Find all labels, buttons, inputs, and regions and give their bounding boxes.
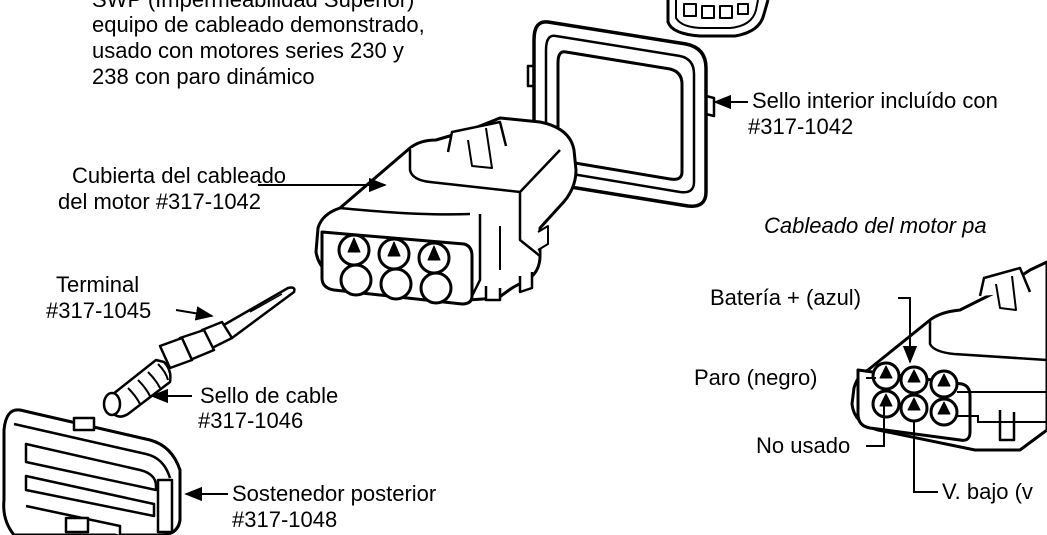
inner-seal-label-line1: Sello interior incluído con (752, 88, 998, 113)
low-speed-leader (913, 422, 938, 493)
swp-description-line2: equipo de cableado demonstrado, (92, 12, 425, 37)
wire-seal-drawing (102, 358, 172, 418)
terminal-drawing (158, 286, 296, 370)
wire-seal-label-line2: #317-1046 (198, 408, 304, 433)
terminal-arrow (175, 306, 214, 321)
terminal-label-line2: #317-1045 (46, 298, 152, 323)
right-pin-leader-2 (957, 415, 1047, 423)
not-used-leader (866, 404, 885, 447)
swp-description-line4: 238 con paro dinámico (92, 64, 315, 89)
pinout-connector-drawing (850, 260, 1047, 452)
battery-plus-label: Batería + (azul) (710, 285, 862, 310)
top-connector-drawing (666, 0, 770, 38)
leader-lines (150, 94, 1047, 502)
rear-holder-label-line1: Sostenedor posterior (232, 481, 437, 506)
swp-description-line1: SWP (Impermeabilidad Superior) (92, 0, 414, 11)
wiring-cover-drawing (314, 116, 578, 306)
cover-label-line2: del motor #317-1042 (58, 189, 262, 214)
rear-holder-label-line2: #317-1048 (232, 507, 338, 532)
rear-holder-drawing (2, 408, 182, 535)
battery-leader (898, 297, 918, 364)
swp-description-line3: usado con motores series 230 y (92, 38, 404, 63)
inner-seal-drawing (526, 20, 716, 208)
not-used-label: No usado (756, 433, 851, 458)
cover-label-line1: Cubierta del cableado (72, 163, 287, 188)
terminal-label-line1: Terminal (56, 272, 140, 297)
motor-wiring-caption: Cableado del motor pa (764, 213, 987, 238)
wire-seal-label-line1: Sello de cable (200, 383, 339, 408)
low-speed-label: V. bajo (v (942, 479, 1033, 504)
inner-seal-label-line2: #317-1042 (748, 114, 854, 139)
stop-label: Paro (negro) (694, 365, 818, 390)
